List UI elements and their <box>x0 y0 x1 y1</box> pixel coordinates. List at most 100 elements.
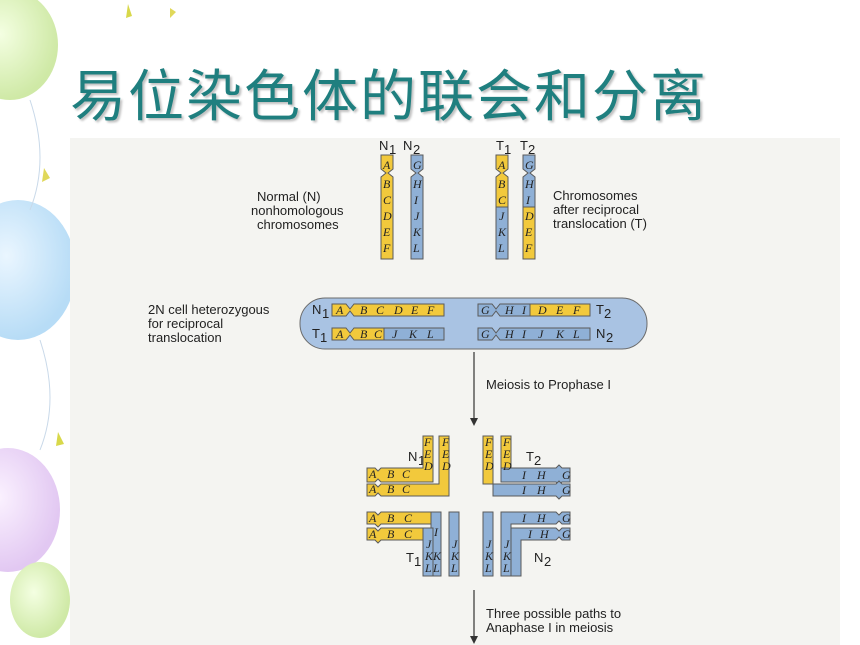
svg-text:B: B <box>387 511 395 525</box>
svg-text:I: I <box>413 193 419 207</box>
svg-text:N: N <box>534 550 543 565</box>
svg-text:F: F <box>502 435 511 449</box>
svg-text:1: 1 <box>320 330 327 345</box>
svg-text:B: B <box>383 177 391 191</box>
svg-text:T: T <box>526 449 534 464</box>
svg-text:B: B <box>498 177 506 191</box>
svg-text:K: K <box>432 549 442 563</box>
svg-text:L: L <box>450 561 458 575</box>
svg-text:2: 2 <box>604 306 611 321</box>
svg-text:G: G <box>562 468 571 482</box>
svg-text:E: E <box>410 303 419 317</box>
svg-text:D: D <box>393 303 403 317</box>
svg-text:C: C <box>404 511 413 525</box>
cell-chromosome-n1: N 1 A B C D E F <box>312 302 445 321</box>
svg-text:E: E <box>441 447 450 461</box>
svg-text:E: E <box>423 447 432 461</box>
svg-text:H: H <box>504 327 515 341</box>
cell-chromosome-t1: T 1 A B C J K L <box>312 326 445 345</box>
chromosome-label-t1: T 1 <box>496 138 511 157</box>
svg-text:C: C <box>402 467 411 481</box>
svg-text:A: A <box>368 482 377 496</box>
svg-text:L: L <box>484 561 492 575</box>
svg-text:1: 1 <box>418 453 425 468</box>
svg-text:B: B <box>387 527 395 541</box>
svg-text:2: 2 <box>606 330 613 345</box>
svg-text:chromosomes: chromosomes <box>257 217 339 232</box>
svg-text:T: T <box>406 550 414 565</box>
svg-text:E: E <box>555 303 564 317</box>
svg-text:G: G <box>481 303 490 317</box>
quadrivalent: N 1 T 2 T 1 N 2 A A B B C C F E D F E D … <box>366 435 571 577</box>
svg-text:K: K <box>450 549 460 563</box>
svg-text:G: G <box>413 158 422 172</box>
svg-text:nonhomologous: nonhomologous <box>251 203 344 218</box>
svg-text:C: C <box>383 193 392 207</box>
svg-text:H: H <box>412 177 423 191</box>
svg-text:L: L <box>424 561 432 575</box>
svg-text:D: D <box>441 459 451 473</box>
svg-text:K: K <box>502 549 512 563</box>
svg-text:I: I <box>521 483 527 497</box>
svg-text:A: A <box>368 527 377 541</box>
svg-text:K: K <box>497 225 507 239</box>
svg-text:L: L <box>572 327 580 341</box>
svg-text:L: L <box>432 561 440 575</box>
svg-text:L: L <box>502 561 510 575</box>
svg-text:K: K <box>408 327 418 341</box>
svg-text:D: D <box>484 459 494 473</box>
svg-text:E: E <box>524 225 533 239</box>
svg-text:D: D <box>524 209 534 223</box>
svg-text:translocation (T): translocation (T) <box>553 216 647 231</box>
svg-text:F: F <box>426 303 435 317</box>
svg-text:2: 2 <box>544 554 551 569</box>
svg-text:T: T <box>520 138 528 153</box>
svg-text:B: B <box>360 303 368 317</box>
label-translocated-chromosomes: Chromosomes after reciprocal translocati… <box>553 188 647 231</box>
label-meiosis-prophase: Meiosis to Prophase I <box>486 377 611 392</box>
svg-text:F: F <box>484 435 493 449</box>
svg-text:H: H <box>536 511 547 525</box>
svg-text:B: B <box>360 327 368 341</box>
svg-text:A: A <box>368 511 377 525</box>
svg-text:D: D <box>537 303 547 317</box>
svg-text:A: A <box>335 327 344 341</box>
label-normal-chromosomes: Normal (N) nonhomologous chromosomes <box>251 189 344 232</box>
svg-text:N: N <box>379 138 388 153</box>
svg-text:H: H <box>524 177 535 191</box>
chromosome-label-t2: T 2 <box>520 138 535 157</box>
svg-text:N: N <box>312 302 321 317</box>
svg-text:N: N <box>403 138 412 153</box>
arrow-meiosis <box>470 352 478 426</box>
svg-text:for reciprocal: for reciprocal <box>148 316 223 331</box>
svg-text:A: A <box>335 303 344 317</box>
svg-text:N: N <box>596 326 605 341</box>
svg-text:B: B <box>387 482 395 496</box>
svg-text:T: T <box>496 138 504 153</box>
svg-text:D: D <box>382 209 392 223</box>
chromosome-t2: G H I D E F <box>522 154 536 260</box>
svg-text:J: J <box>414 209 420 223</box>
svg-text:K: K <box>555 327 565 341</box>
svg-text:H: H <box>504 303 515 317</box>
svg-text:C: C <box>404 527 413 541</box>
svg-text:T: T <box>312 326 320 341</box>
svg-text:C: C <box>374 327 383 341</box>
chromosome-n1: A B C D E F <box>380 154 394 260</box>
label-2n-cell: 2N cell heterozygous for reciprocal tran… <box>148 302 270 345</box>
chromosome-label-n1: N 1 <box>379 138 396 157</box>
translocation-diagram: N 1 N 2 T 1 T 2 A B C D E F G H I J K L … <box>70 138 840 645</box>
svg-text:K: K <box>412 225 422 239</box>
chromosome-label-n2: N 2 <box>403 138 420 157</box>
svg-text:I: I <box>521 468 527 482</box>
svg-text:D: D <box>502 459 512 473</box>
svg-text:I: I <box>521 327 527 341</box>
svg-text:J: J <box>499 209 505 223</box>
arrow-anaphase <box>470 590 478 644</box>
svg-text:K: K <box>424 549 434 563</box>
svg-text:I: I <box>527 527 533 541</box>
svg-text:1: 1 <box>322 306 329 321</box>
svg-text:J: J <box>452 537 458 551</box>
svg-text:I: I <box>433 525 439 539</box>
